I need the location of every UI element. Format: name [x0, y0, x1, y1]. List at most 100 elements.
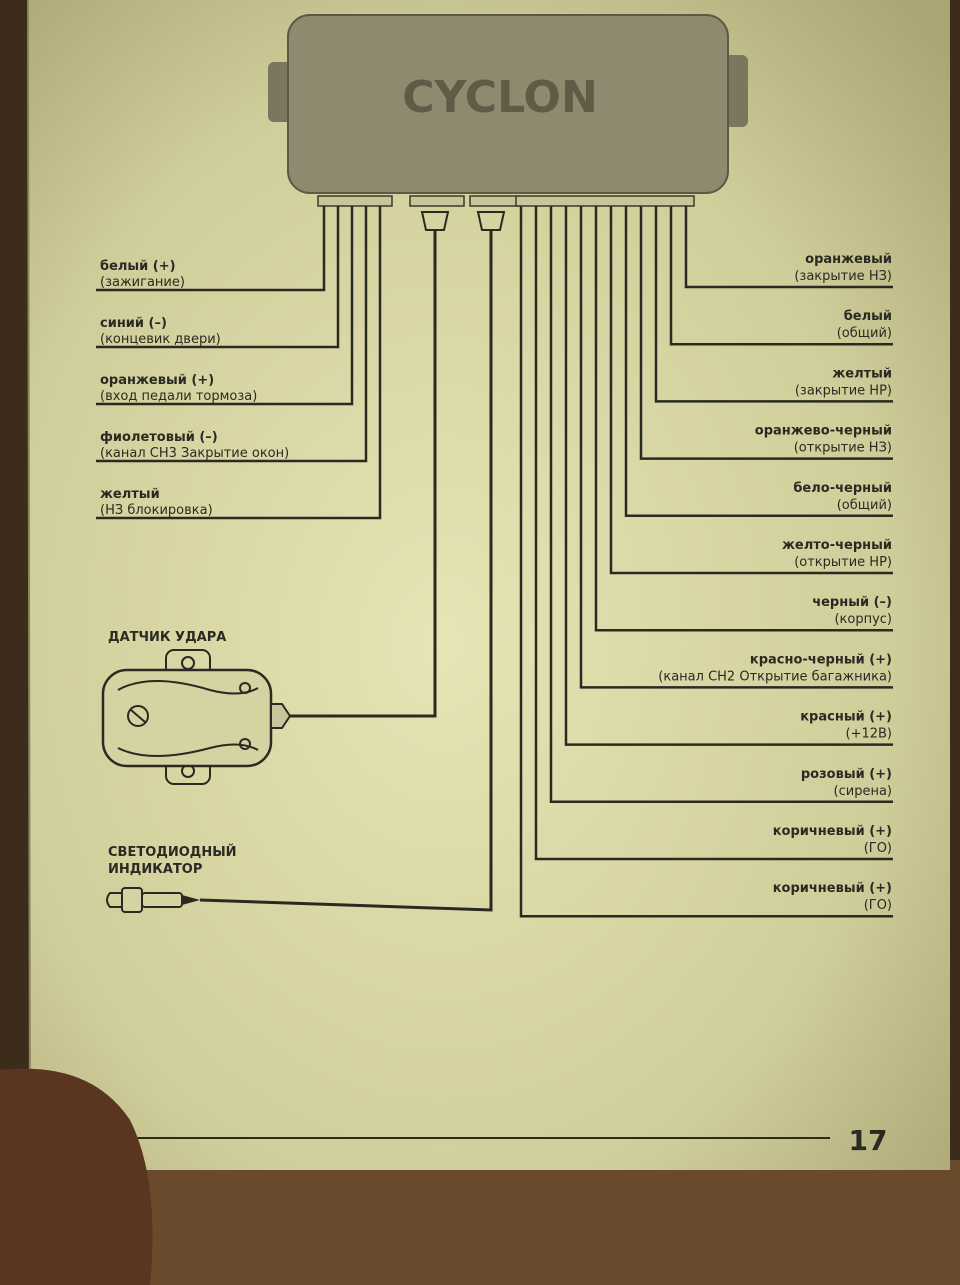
led-housing	[121, 887, 143, 913]
left-wire: желтый(НЗ блокировка)	[96, 206, 382, 520]
sensor-adjust-screw-icon	[127, 705, 149, 727]
wire-function-label: (концевик двери)	[100, 332, 221, 347]
led-indicator-cable	[199, 230, 493, 912]
wire-function-label: (сирена)	[834, 784, 892, 799]
wire-function-label: (НЗ блокировка)	[100, 503, 213, 518]
wire-function-label: (закрытие НР)	[795, 383, 892, 398]
wire-color-label: белый (+)	[100, 259, 176, 274]
wire-function-label: (вход педали тормоза)	[100, 389, 257, 404]
led-lens	[106, 892, 123, 908]
wire-line	[609, 206, 893, 575]
wire-color-label: красный (+)	[800, 710, 892, 725]
wire-color-label: бело-черный	[793, 481, 892, 496]
right-wire: коричневый (+) (ГО)	[519, 206, 893, 918]
wire-color-label: желтый	[832, 366, 892, 381]
connector-sensor	[409, 195, 465, 207]
unit-body	[287, 14, 729, 194]
right-wire: оранжевый (закрытие НЗ)	[684, 206, 893, 289]
wire-color-label: красно-черный (+)	[750, 652, 892, 667]
led-indicator-title-line1: СВЕТОДИОДНЫЙ	[108, 844, 237, 860]
wire-color-label: желтый	[100, 487, 160, 502]
wire-color-label: желто-черный	[782, 538, 892, 553]
wire-function-label: (ГО)	[864, 898, 892, 913]
right-wire: бело-черный (общий)	[624, 206, 893, 518]
wire-color-label: оранжевый	[805, 252, 892, 267]
sensor-mount-hole-right-top	[239, 682, 251, 694]
wire-line	[519, 206, 893, 918]
connector-led	[469, 195, 521, 207]
right-wire: красный (+) (+12В)	[564, 206, 893, 746]
wire-line	[594, 206, 893, 632]
plug-sensor	[420, 211, 450, 231]
wire-function-label: (общий)	[837, 326, 892, 341]
shock-sensor-cable	[290, 230, 437, 718]
wire-color-label: розовый (+)	[801, 767, 892, 782]
wire-line	[549, 206, 893, 804]
wire-color-label: белый	[844, 309, 892, 324]
wire-line	[534, 206, 893, 861]
wire-line	[564, 206, 893, 746]
wire-line	[96, 206, 354, 406]
wire-line	[579, 206, 893, 689]
wire-function-label: (закрытие НЗ)	[794, 269, 892, 284]
wire-function-label: (открытие НР)	[794, 555, 892, 570]
wire-color-label: коричневый (+)	[773, 824, 892, 839]
led-indicator-title-line2: ИНДИКАТОР	[108, 862, 202, 877]
connector-left	[317, 195, 393, 207]
wire-color-label: черный (–)	[812, 595, 892, 610]
screw-slot	[130, 709, 146, 723]
wire-color-label: оранжево-черный	[755, 424, 892, 439]
plug-led	[476, 211, 506, 231]
wire-line	[96, 206, 368, 463]
right-wire: желтый (закрытие НР)	[654, 206, 893, 403]
wire-color-label: фиолетовый (–)	[100, 430, 218, 445]
finger	[0, 1068, 153, 1285]
wire-line	[639, 206, 893, 460]
right-wire: розовый (+) (сирена)	[549, 206, 893, 804]
wire-line	[96, 206, 340, 349]
right-wire: белый (общий)	[669, 206, 893, 346]
sensor-cable-gland	[270, 703, 292, 729]
connector-right	[515, 195, 695, 207]
wire-function-label: (открытие НЗ)	[794, 441, 892, 456]
wire-function-label: (ГО)	[864, 841, 892, 856]
unit-brand-logo: CYCLON	[402, 72, 598, 123]
wire-color-label: коричневый (+)	[773, 881, 892, 896]
manual-page	[28, 0, 950, 1170]
wire-function-label: (общий)	[837, 498, 892, 513]
wire-color-label: синий (–)	[100, 316, 167, 331]
left-wire-group: белый (+)(зажигание)синий (–)(концевик д…	[96, 206, 382, 520]
left-wire: белый (+)(зажигание)	[96, 206, 326, 292]
right-wire: черный (–) (корпус)	[594, 206, 893, 632]
page-number: 17	[849, 1124, 888, 1157]
wire-line	[96, 206, 382, 520]
wire-line	[669, 206, 893, 346]
sensor-mount-hole-right-bottom	[239, 738, 251, 750]
wire-function-label: (корпус)	[834, 612, 892, 627]
wire-function-label: (+12В)	[846, 727, 893, 742]
led-indicator: СВЕТОДИОДНЫЙ ИНДИКАТОР	[106, 844, 237, 913]
left-wire: оранжевый (+)(вход педали тормоза)	[96, 206, 354, 406]
wire-function-label: (канал СН3 Закрытие окон)	[100, 446, 289, 461]
right-wire: оранжево-черный (открытие НЗ)	[639, 206, 893, 460]
left-wire: синий (–)(концевик двери)	[96, 206, 340, 349]
wire-function-label: (зажигание)	[100, 275, 185, 290]
wire-line	[684, 206, 893, 289]
right-wire: коричневый (+) (ГО)	[534, 206, 893, 861]
led-body	[141, 892, 183, 908]
wire-line	[624, 206, 893, 518]
wire-color-label: оранжевый (+)	[100, 373, 214, 388]
shock-sensor: ДАТЧИК УДАРА	[101, 630, 292, 785]
right-wire-group: оранжевый(закрытие НЗ)белый(общий)желтый…	[519, 206, 893, 918]
right-wire: красно-черный (+) (канал СН2 Открытие баг…	[579, 206, 893, 689]
table-surface	[0, 1160, 960, 1285]
alarm-control-unit: CYCLON	[268, 14, 748, 231]
right-wire: желто-черный (открытие НР)	[609, 206, 893, 575]
left-wire: фиолетовый (–)(канал СН3 Закрытие окон)	[96, 206, 368, 463]
wire-function-label: (канал СН2 Открытие багажника)	[658, 669, 892, 684]
shock-sensor-title: ДАТЧИК УДАРА	[108, 630, 226, 645]
wire-line	[654, 206, 893, 403]
page-binding	[27, 0, 31, 1171]
wire-line	[96, 206, 326, 292]
